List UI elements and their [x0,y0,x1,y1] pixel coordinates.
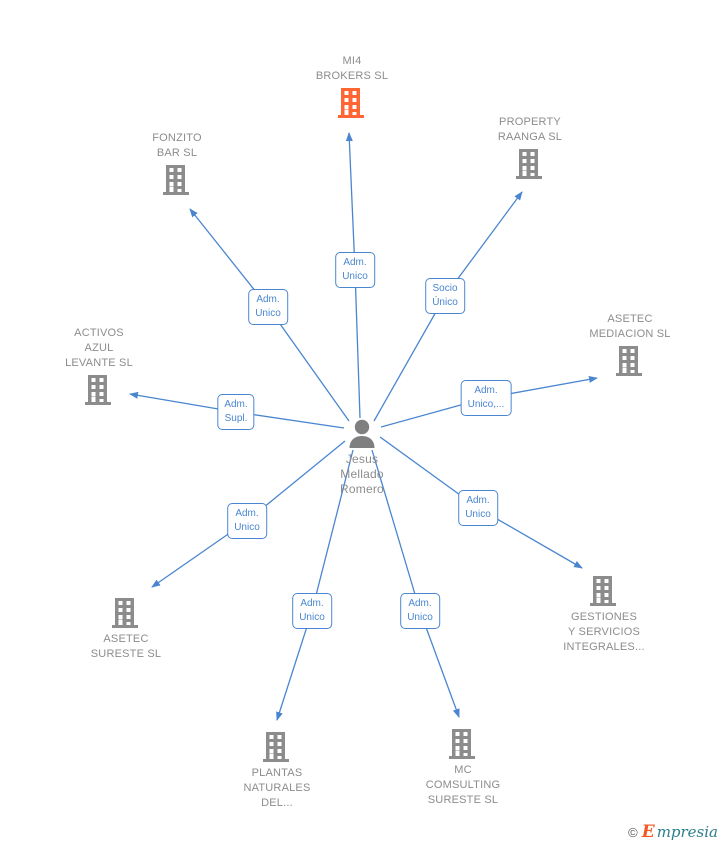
building-icon [29,374,169,406]
edge-label-edge-asetec-sureste[interactable]: Adm. Unico [227,503,267,539]
node-label: MC COMSULTING SURESTE SL [425,764,501,806]
company-node-gestiones-y-servicios-integrales[interactable]: GESTIONES Y SERVICIOS INTEGRALES... [534,575,674,655]
building-icon [207,731,347,763]
edge-label-edge-mc-comsulting[interactable]: Adm. Unico [400,593,440,629]
company-node-asetec-sureste-sl[interactable]: ASETEC SURESTE SL [56,597,196,662]
building-icon [393,728,533,760]
building-icon [560,345,700,377]
company-node-plantas-naturales-del[interactable]: PLANTAS NATURALES DEL... [207,731,347,811]
building-icon [534,575,674,607]
edge-label-edge-asetec-mediacion[interactable]: Adm. Unico,... [460,380,512,416]
node-label: ACTIVOS AZUL LEVANTE SL [65,327,133,369]
company-node-mc-comsulting-sureste-sl[interactable]: MC COMSULTING SURESTE SL [393,728,533,808]
copyright-symbol: © [628,824,638,840]
node-label: PLANTAS NATURALES DEL... [243,767,311,809]
edge-label-edge-fonzito-bar[interactable]: Adm. Unico [248,289,288,325]
node-label: Jesus Mellado Romero [340,452,384,496]
edge-label-edge-plantas-naturales[interactable]: Adm. Unico [292,593,332,629]
node-label: PROPERTY RAANGA SL [497,116,563,143]
edge-label-edge-gestiones-servicios[interactable]: Adm. Unico [458,490,498,526]
brand-initial: E [641,822,655,842]
edge-label-edge-property-raanga[interactable]: Socio Único [425,278,465,314]
brand-name: mpresia [656,823,718,841]
company-node-property-raanga-sl[interactable]: PROPERTY RAANGA SL [460,115,600,180]
company-node-activos-azul-levante-sl[interactable]: ACTIVOS AZUL LEVANTE SL [29,326,169,406]
edge-segment-out [345,132,356,271]
edge-segment-in [373,295,446,422]
node-label: MI4 BROKERS SL [315,55,389,82]
company-node-asetec-mediacion-sl[interactable]: ASETEC MEDIACION SL [560,312,700,377]
edge-label-edge-mi4-brokers[interactable]: Adm. Unico [335,252,375,288]
node-label: ASETEC SURESTE SL [90,633,162,660]
building-icon [107,164,247,196]
person-node-person-center[interactable]: Jesus Mellado Romero [292,419,432,497]
company-node-fonzito-bar-sl[interactable]: FONZITO BAR SL [107,131,247,196]
edge-segment-in [354,269,361,419]
node-label: GESTIONES Y SERVICIOS INTEGRALES... [563,611,645,653]
person-icon [292,419,432,449]
node-label: FONZITO BAR SL [152,132,202,159]
building-icon [56,597,196,629]
empresia-watermark: © E mpresia [628,822,718,842]
building-icon [460,148,600,180]
node-label: ASETEC MEDIACION SL [589,313,671,340]
building-icon [282,87,422,119]
edge-label-edge-activos-azul-levante[interactable]: Adm. Supl. [217,394,255,430]
company-node-mi4-brokers-sl[interactable]: MI4 BROKERS SL [282,54,422,119]
